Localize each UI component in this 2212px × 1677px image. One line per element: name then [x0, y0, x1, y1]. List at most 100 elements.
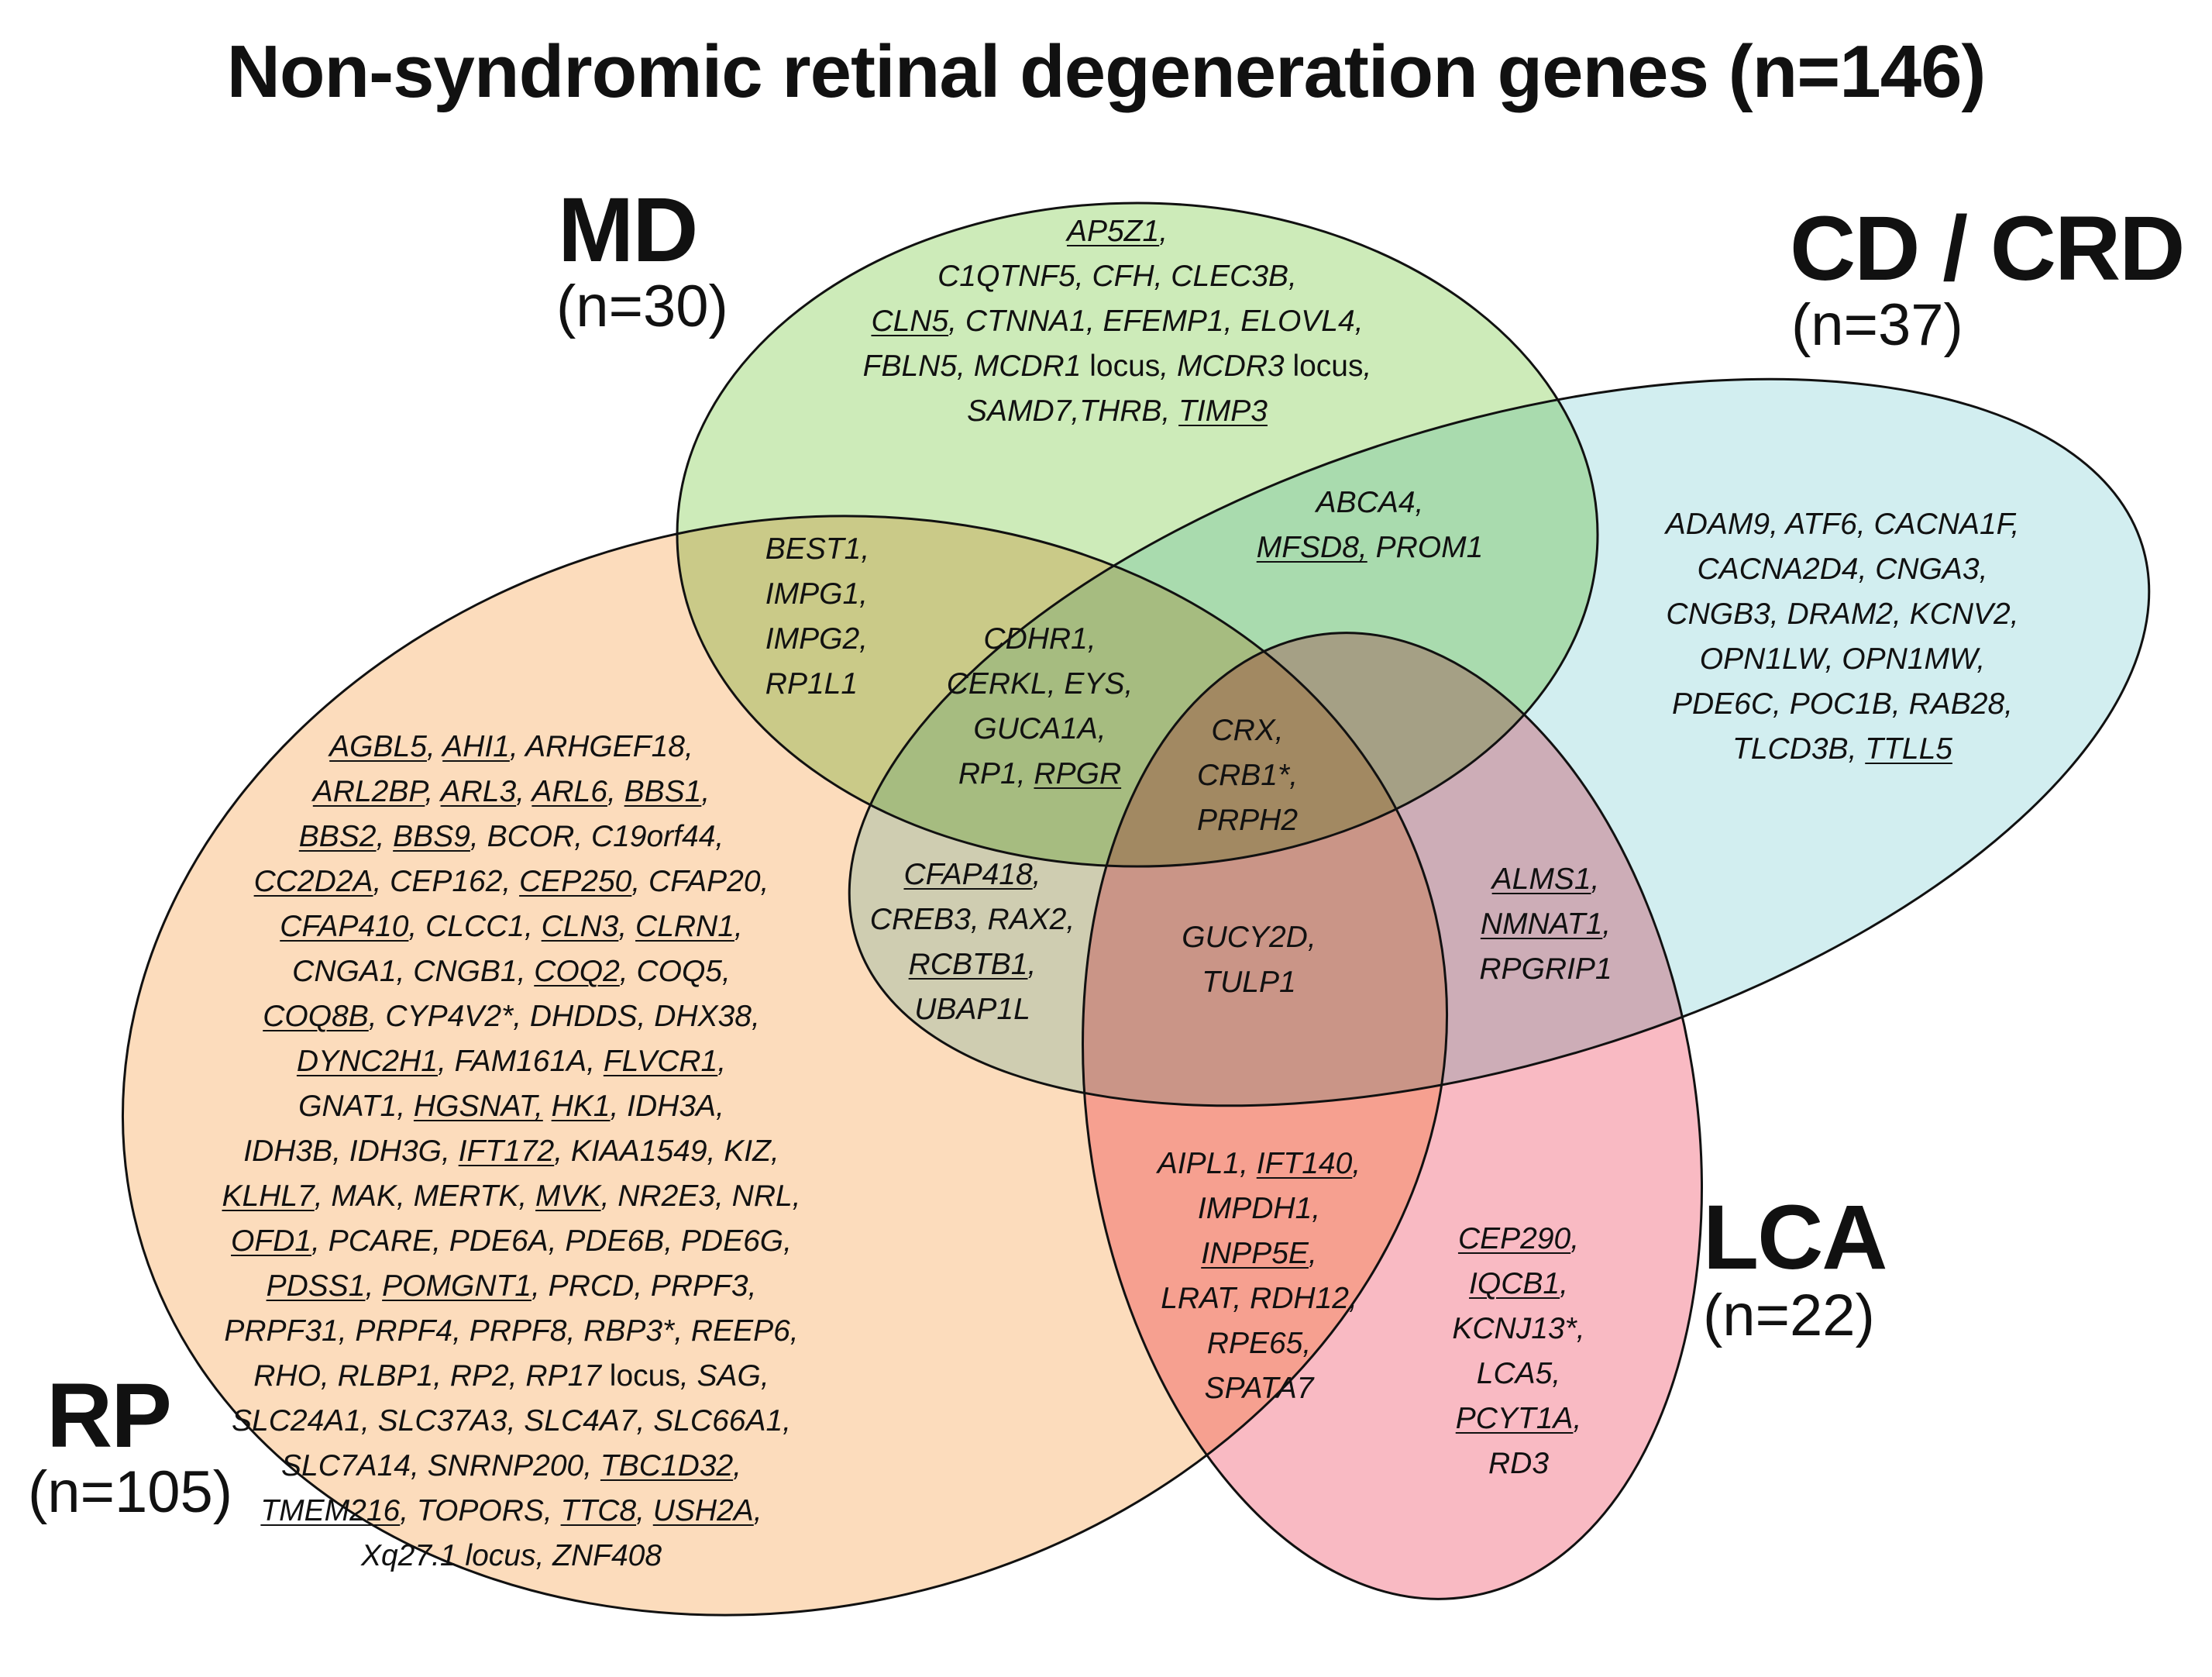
gene-line: INPP5E,	[1158, 1231, 1361, 1276]
gene-name: PDSS1	[266, 1269, 366, 1303]
separator: ,	[1825, 642, 1842, 676]
gene-name: IMPDH1	[1197, 1192, 1312, 1225]
gene-name: GUCA1A	[973, 712, 1098, 746]
gene-line: RPE65,	[1158, 1321, 1361, 1366]
separator: ,	[1124, 667, 1134, 701]
separator: ,	[338, 1314, 356, 1348]
gene-name: TTC8	[560, 1494, 637, 1527]
gene-name: CFH	[1092, 260, 1154, 293]
gene-name: CLCC1	[425, 910, 525, 943]
separator	[543, 1090, 552, 1123]
separator: ,	[619, 955, 637, 988]
gene-name: COQ8B	[263, 1000, 369, 1033]
separator: ,	[554, 1135, 571, 1168]
gene-name: OPN1LW	[1699, 642, 1825, 676]
gene-line: ALMS1,	[1479, 857, 1612, 902]
gene-name: CREB3	[869, 903, 971, 936]
separator: ,	[410, 1449, 428, 1482]
gene-line: PRPF31, PRPF4, PRPF8, RBP3*, REEP6,	[222, 1309, 800, 1354]
gene-line: CACNA2D4, CNGA3,	[1666, 547, 2020, 592]
region-rp-lca: AIPL1, IFT140,IMPDH1,INPP5E,LRAT, RDH12,…	[1158, 1142, 1361, 1411]
gene-line: CFAP410, CLCC1, CLN3, CLRN1,	[222, 904, 800, 949]
separator: ,	[1017, 757, 1034, 790]
gene-line: SPATA7	[1158, 1366, 1361, 1411]
gene-name: EYS	[1064, 667, 1125, 701]
gene-name: RPE65	[1206, 1327, 1303, 1360]
separator: ,	[396, 1179, 414, 1213]
gene-name: BBS2	[298, 820, 377, 853]
separator: ,	[636, 1404, 654, 1438]
gene-name: BBS1	[624, 775, 702, 808]
gene-name: RDH12	[1250, 1282, 1349, 1315]
separator: ,	[1071, 394, 1080, 428]
gene-name: CLN3	[541, 910, 619, 943]
region-rp-md-cd: CDHR1,CERKL, EYS,GUCA1A,RP1, RPGR	[947, 617, 1134, 797]
gene-name: ABCA4	[1316, 486, 1416, 519]
gene-name: CNGB1	[413, 955, 518, 988]
gene-name: BCOR	[487, 820, 575, 853]
gene-line: CLN5, CTNNA1, EFEMP1, ELOVL4,	[863, 299, 1372, 344]
gene-line: PDE6C, POC1B, RAB28,	[1666, 682, 2020, 727]
md-outline	[676, 201, 1599, 868]
separator: ,	[1085, 305, 1103, 338]
gene-line: SAMD7,THRB, TIMP3	[863, 389, 1372, 434]
separator: ,	[631, 865, 649, 898]
locus-suffix: locus	[600, 1359, 680, 1393]
gene-line: RD3	[1452, 1441, 1584, 1486]
separator: ,	[400, 1494, 417, 1527]
gene-name: KLHL7	[222, 1179, 315, 1213]
region-md-cd: ABCA4,MFSD8, PROM1	[1257, 480, 1484, 570]
separator: ,	[2004, 687, 2014, 721]
gene-name: CLRN1	[635, 910, 734, 943]
separator: ,	[368, 1000, 386, 1033]
gene-name: RHO	[253, 1359, 321, 1393]
gene-name: PDE6G	[680, 1224, 784, 1258]
gene-name: KCNV2	[1909, 597, 2011, 631]
gene-name: BBS9	[393, 820, 470, 853]
gene-name: IFT172	[458, 1135, 555, 1168]
gene-line: RP1, RPGR	[947, 752, 1134, 797]
separator: ,	[637, 1000, 655, 1033]
separator: ,	[314, 1179, 332, 1213]
gene-line: IQCB1,	[1452, 1262, 1584, 1307]
gene-name: ARHGEF18	[525, 730, 685, 763]
gene-line: COQ8B, CYP4V2*, DHDDS, DHX38,	[222, 994, 800, 1039]
separator: ,	[373, 865, 390, 898]
gene-name: MCDR1	[973, 350, 1082, 383]
rp-count: (n=105)	[28, 1459, 233, 1525]
gene-name: AIPL1	[1157, 1147, 1240, 1180]
gene-line: CFAP418,	[870, 852, 1075, 897]
gene-name: ARL6	[531, 775, 607, 808]
gene-name: TBC1D32	[600, 1449, 734, 1482]
gene-name: SLC24A1	[232, 1404, 361, 1438]
gene-line: RCBTB1,	[870, 942, 1075, 987]
gene-name: POMGNT1	[382, 1269, 532, 1303]
separator: ,	[714, 1179, 732, 1213]
separator: ,	[508, 1359, 526, 1393]
separator: ,	[1302, 1327, 1312, 1360]
separator: ,	[859, 622, 869, 656]
gene-line: MFSD8, PROM1	[1257, 525, 1484, 570]
gene-name: SLC66A1	[653, 1404, 783, 1438]
separator: ,	[1552, 1357, 1561, 1390]
gene-name: RAX2	[987, 903, 1067, 936]
separator: ,	[679, 1359, 697, 1393]
separator: ,	[442, 1135, 459, 1168]
lca-count: (n=22)	[1703, 1283, 1875, 1348]
gene-name: SPATA7	[1204, 1372, 1314, 1405]
separator: ,	[1159, 215, 1168, 248]
cd-crd-label: CD / CRD	[1790, 198, 2185, 300]
gene-name: RLBP1	[337, 1359, 434, 1393]
gene-name: CACNA2D4	[1697, 553, 1859, 586]
separator: ,	[753, 1494, 762, 1527]
gene-name: SAG	[697, 1359, 761, 1393]
gene-name: TIMP3	[1178, 394, 1268, 428]
separator: ,	[1308, 1237, 1317, 1270]
separator: ,	[566, 1314, 584, 1348]
gene-name: CACNA1F	[1873, 508, 2011, 541]
gene-line: RPGRIP1	[1479, 947, 1612, 992]
gene-name: CERKL	[946, 667, 1048, 701]
gene-name: CEP250	[519, 865, 632, 898]
gene-line: IDH3B, IDH3G, IFT172, KIAA1549, KIZ,	[222, 1129, 800, 1174]
